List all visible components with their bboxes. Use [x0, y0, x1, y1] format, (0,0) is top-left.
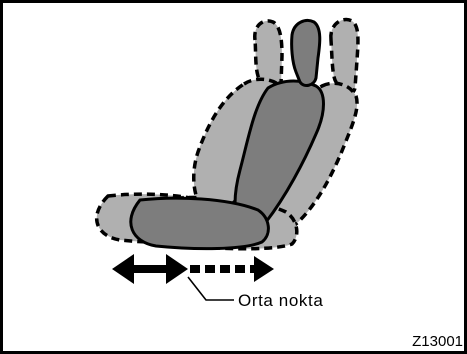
- cushion-current: [131, 198, 269, 248]
- figure-code: Z13001: [412, 333, 463, 350]
- callout-label: Orta nokta: [238, 291, 323, 310]
